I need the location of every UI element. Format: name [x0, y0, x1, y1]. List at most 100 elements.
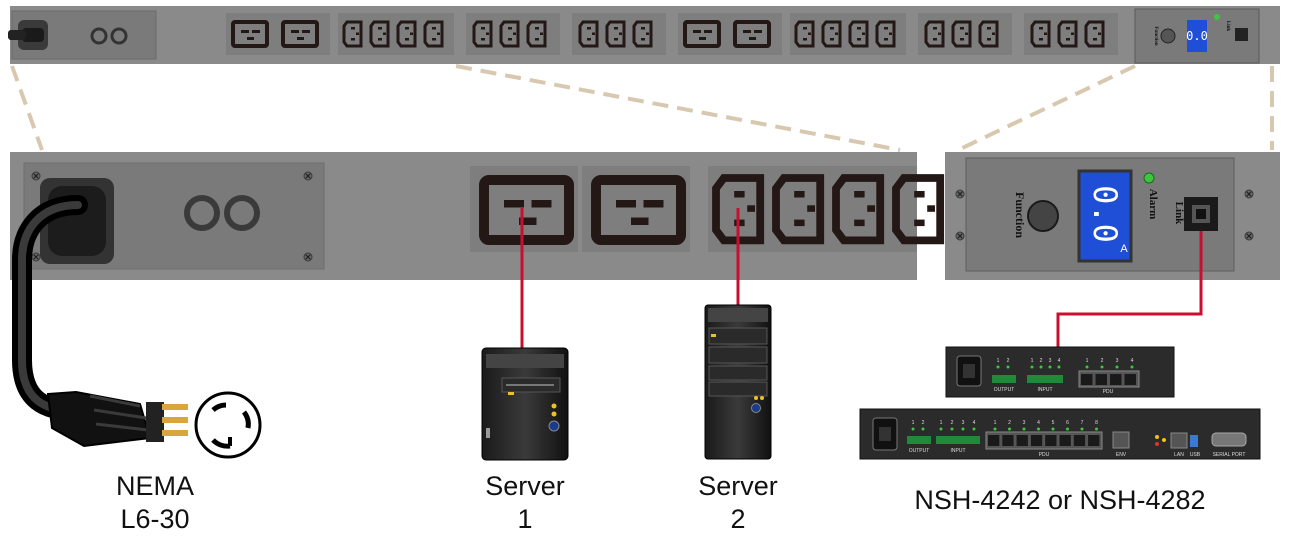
plug-caption-line1: NEMA — [115, 471, 194, 501]
input-port-number: 3 — [1049, 358, 1052, 364]
link-label: Link — [1173, 202, 1185, 226]
pdu-label: PDU — [1039, 452, 1050, 458]
pdu-port-led — [1008, 427, 1011, 431]
nema-plug — [11, 195, 188, 448]
output-port-led — [1006, 365, 1010, 369]
pdu-strip-overview: 0.0 Function Link — [8, 6, 1280, 64]
nema-l6-30-receptacle-icon — [194, 391, 262, 459]
input-port-number: 4 — [1058, 358, 1061, 364]
current-display — [1077, 169, 1133, 263]
plug-caption-line2: L6-30 — [120, 504, 190, 534]
controller-caption: NSH-4242 or NSH-4282 — [914, 485, 1206, 515]
cable-link — [1056, 231, 1203, 348]
pdu-port-led — [993, 427, 997, 431]
pdu-rj45-port[interactable] — [1081, 374, 1093, 385]
pdu-port-number: 2 — [1101, 358, 1104, 364]
pdu-rj45-port[interactable] — [1059, 435, 1071, 446]
pdu-ports-small[interactable] — [1078, 370, 1140, 388]
pdu-rj45-port[interactable] — [1045, 435, 1057, 446]
pdu-port-number: 6 — [1066, 420, 1069, 426]
lan-port[interactable] — [1170, 432, 1188, 449]
pdu-rj45-port[interactable] — [1124, 374, 1137, 385]
pdu-rj45-port[interactable] — [988, 435, 1000, 446]
pdu-port-led — [1022, 427, 1026, 431]
pdu-port-led — [1066, 427, 1069, 431]
lan-label: LAN — [1174, 452, 1184, 458]
input-port-led — [1057, 365, 1061, 369]
input-terminals — [1027, 375, 1063, 383]
input-port-number: 1 — [1031, 358, 1034, 364]
input-port-led — [1048, 365, 1052, 369]
plug-caption: NEMA L6-30 — [95, 470, 215, 536]
output-port-number: 1 — [997, 358, 1000, 364]
overview-outlet-group-c19-2 — [678, 13, 782, 55]
pdu-port-number: 7 — [1081, 420, 1084, 426]
nsh-controller-large: OUTPUT INPUT PDU ENV LAN USB SERIAL PORT… — [859, 408, 1261, 460]
alarm-led — [1143, 172, 1155, 184]
current-unit: A — [1120, 243, 1128, 255]
current-reading: 0.0 — [1086, 185, 1124, 243]
pdu-port-number: 3 — [1023, 420, 1026, 426]
pdu-port-led — [1085, 365, 1089, 369]
output-port-led — [921, 427, 925, 431]
overview-control-panel: 0.0 Function Link — [1134, 8, 1260, 64]
output-terminals — [992, 375, 1016, 383]
pdu-zoom-outlets — [10, 152, 940, 280]
pdu-rj45-port[interactable] — [1002, 435, 1014, 446]
alarm-label: Alarm — [1147, 189, 1159, 220]
pdu-rj45-port[interactable] — [1095, 374, 1108, 385]
input-port-led — [950, 427, 954, 431]
pdu-port-led — [1115, 365, 1119, 369]
server2-caption-line2: 2 — [730, 504, 746, 534]
pdu-port-number: 4 — [1131, 358, 1134, 364]
server-2 — [704, 304, 772, 460]
input-port-number: 3 — [962, 420, 965, 426]
env-label: ENV — [1116, 452, 1127, 458]
pdu-label: PDU — [1103, 389, 1114, 395]
svg-text:Function: Function — [1153, 26, 1158, 45]
red-cables — [520, 208, 1203, 348]
outlet-group-c19 — [470, 166, 690, 252]
overview-outlet-group-c13-3 — [572, 13, 666, 55]
usb-label: USB — [1190, 452, 1201, 458]
pdu-zoom-control-panel: Function 0.0 A Alarm Link — [945, 152, 1280, 280]
env-port[interactable] — [1112, 431, 1130, 449]
overview-outlet-group-c19-1 — [226, 13, 330, 55]
pdu-port-number: 1 — [994, 420, 997, 426]
server1-caption: Server 1 — [465, 470, 585, 536]
output-port-number: 1 — [912, 420, 915, 426]
svg-text:0.0: 0.0 — [1186, 29, 1208, 43]
output-label: OUTPUT — [909, 448, 930, 454]
output-port-led — [911, 427, 915, 431]
usb-port[interactable] — [1190, 435, 1198, 447]
input-port-led — [961, 427, 965, 431]
overview-outlet-group-c13-2 — [466, 13, 560, 55]
server1-caption-line1: Server — [485, 471, 565, 501]
pdu-port-led — [1100, 365, 1104, 369]
pdu-port-number: 5 — [1052, 420, 1055, 426]
pdu-rj45-port[interactable] — [1016, 435, 1028, 446]
input-terminals — [936, 436, 980, 444]
pdu-rj45-port[interactable] — [1073, 435, 1086, 446]
pdu-port-number: 8 — [1095, 420, 1098, 426]
function-button[interactable] — [1027, 200, 1059, 232]
output-terminals — [907, 436, 931, 444]
pdu-port-led — [1095, 427, 1098, 431]
input-port-led — [972, 427, 976, 431]
input-port-number: 2 — [1040, 358, 1043, 364]
output-port-number: 2 — [1007, 358, 1010, 364]
serial-port[interactable] — [1211, 432, 1247, 447]
pdu-rj45-port[interactable] — [1030, 435, 1043, 446]
server2-caption-line1: Server — [698, 471, 778, 501]
pdu-port-number: 3 — [1116, 358, 1119, 364]
link-port[interactable] — [1184, 197, 1218, 231]
pdu-rj45-port[interactable] — [1110, 374, 1122, 385]
pdu-ports-large[interactable] — [985, 431, 1103, 450]
pdu-port-led — [1080, 427, 1084, 431]
server2-caption: Server 2 — [678, 470, 798, 536]
pdu-rj45-port[interactable] — [1088, 435, 1100, 446]
input-label: INPUT — [951, 448, 966, 454]
svg-text:Link: Link — [1225, 21, 1230, 32]
overview-outlet-group-c13-5 — [918, 13, 1012, 55]
